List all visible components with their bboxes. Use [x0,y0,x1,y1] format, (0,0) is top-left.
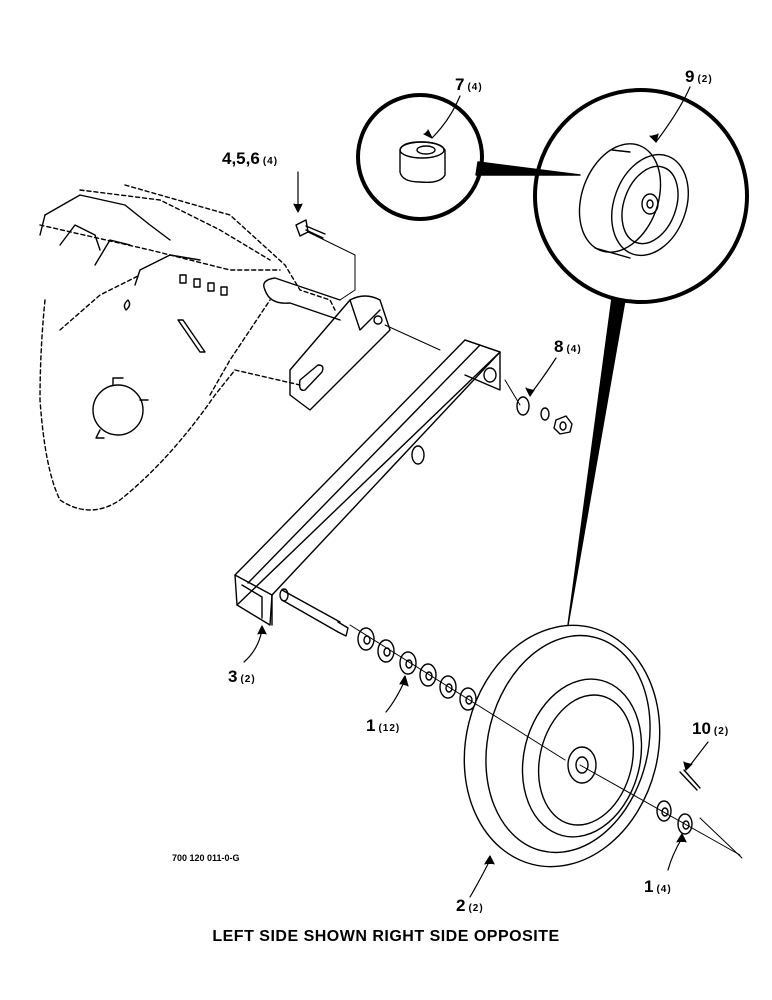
callout-arrows [243,86,709,898]
washer-stack [357,627,477,711]
cotter-pin [679,769,701,791]
washer-lockwasher-nut [516,396,573,435]
callout-2: 2(2) [456,896,484,915]
callout-9: 9(2) [685,67,713,86]
callout-3: 3(2) [228,667,256,686]
callout-10: 10(2) [692,719,730,738]
callout-4-5-6: 4,5,6(4) [222,149,279,168]
axle-arm-tube [234,339,501,626]
wheel-tire [463,624,661,868]
hub-washers [656,800,693,835]
leader-lines [307,231,743,859]
detail-bubble-bushing [356,93,484,221]
frame-plate [39,184,336,511]
mounting-bracket [263,277,391,411]
carriage-bolt [295,219,326,239]
callout-8: 8(4) [554,337,582,356]
spindle-shaft [279,588,349,637]
part-number-code: 700 120 011-0-G [172,853,240,863]
detail-pointers [475,161,626,626]
detail-bubble-idler-wheel [533,88,749,304]
callout-1-washers: 1(12) [366,716,401,735]
callout-7: 7(4) [455,75,483,94]
diagram-caption: LEFT SIDE SHOWN RIGHT SIDE OPPOSITE [212,928,560,945]
callout-1-hub-washers: 1(4) [644,877,672,896]
frame-plate-edges [39,194,228,439]
